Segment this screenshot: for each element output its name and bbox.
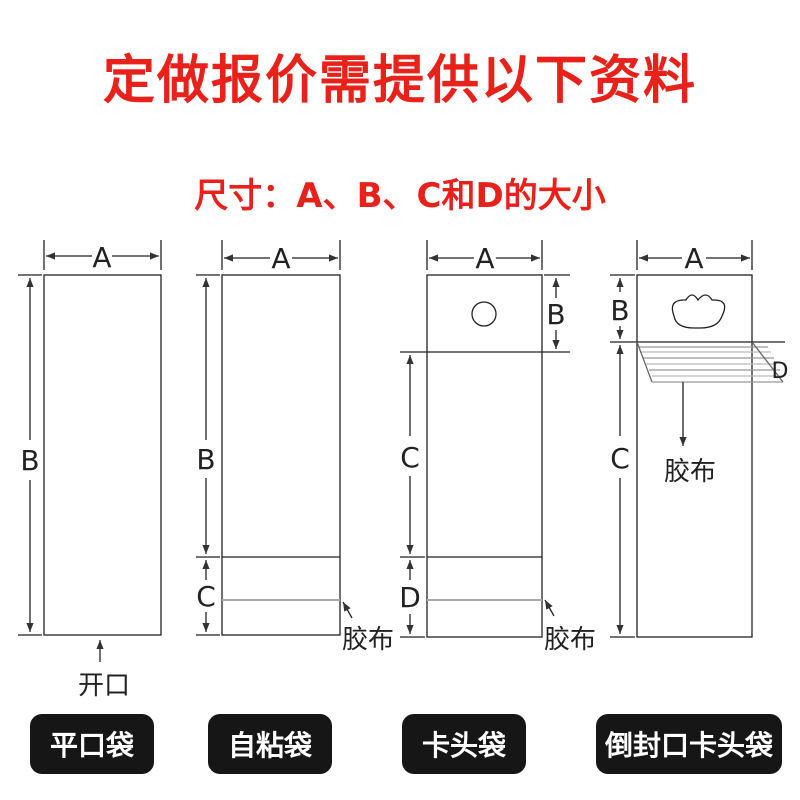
flat-bag-dim-a: A xyxy=(92,241,111,274)
reverse-seal-dim-b: B xyxy=(610,294,629,327)
header-card-dim-b: B xyxy=(546,298,565,331)
reverse-seal-bag-outline xyxy=(636,274,753,638)
flat-bag-dim-b: B xyxy=(20,444,39,477)
self-seal-dim-b: B xyxy=(196,443,215,476)
reverse-seal-tape-annotation: 胶布 xyxy=(664,457,716,487)
flat-bag-diagram xyxy=(18,240,162,662)
header-card-bag-label: 卡头袋 xyxy=(402,714,526,774)
hang-hole xyxy=(471,301,497,327)
self-seal-tape-annotation: 胶布 xyxy=(342,625,394,655)
hang-hole xyxy=(671,294,726,329)
header-card-dim-d: D xyxy=(399,581,421,614)
page-title: 定做报价需提供以下资料 xyxy=(102,51,697,111)
opening-annotation: 开口 xyxy=(78,671,130,701)
reverse-seal-dim-d: D xyxy=(772,359,789,384)
reverse-seal-dim-a: A xyxy=(684,242,703,275)
header-card-tape-annotation: 胶布 xyxy=(544,625,596,655)
header-card-bag-outline xyxy=(426,274,543,638)
flat-bag-outline xyxy=(43,274,162,636)
self-seal-dim-a: A xyxy=(271,242,290,275)
dimensions-subtitle: 尺寸：A、B、C和D的大小 xyxy=(194,176,606,216)
reverse-seal-header-bag-diagram xyxy=(610,240,785,638)
self-seal-bag-diagram xyxy=(196,240,353,636)
self-seal-bag-outline xyxy=(221,274,341,636)
self-seal-bag-label: 自粘袋 xyxy=(208,714,332,774)
header-card-bag-diagram xyxy=(400,240,570,638)
header-card-dim-c: C xyxy=(400,441,420,474)
reverse-seal-dim-c: C xyxy=(610,442,630,475)
header-card-dim-a: A xyxy=(475,242,494,275)
self-seal-dim-c: C xyxy=(196,580,216,613)
flat-bag-label: 平口袋 xyxy=(30,714,154,774)
reverse-seal-header-bag-label: 倒封口卡头袋 xyxy=(596,714,782,774)
